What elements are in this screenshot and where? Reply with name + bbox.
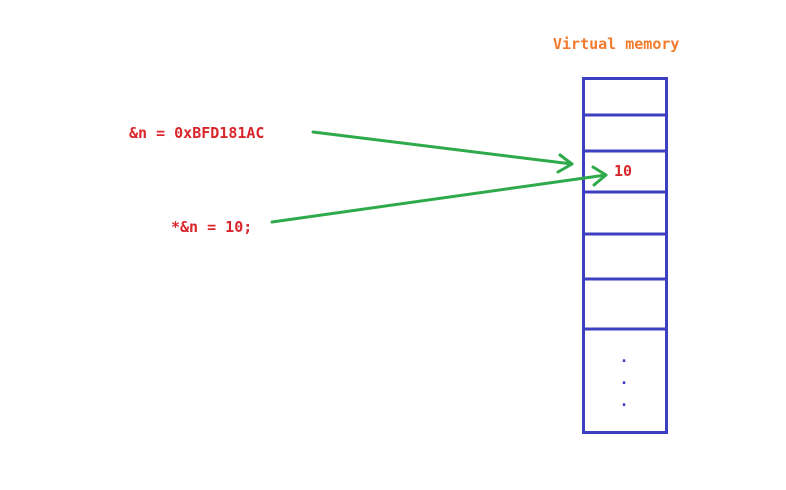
address-expression: &n = 0xBFD181AC xyxy=(129,124,265,142)
ellipsis-dot: . xyxy=(621,350,627,366)
memory-column xyxy=(582,77,668,434)
address-arrow xyxy=(311,130,574,174)
ellipsis-dot: . xyxy=(621,372,627,388)
ellipsis-dot: . xyxy=(621,394,627,410)
assignment-arrow xyxy=(270,165,608,224)
memory-ellipsis: . . . xyxy=(619,347,629,413)
assignment-expression: *&n = 10; xyxy=(171,218,253,236)
diagram-title: Virtual memory xyxy=(553,35,680,53)
memory-cell-value: 10 xyxy=(614,162,633,180)
